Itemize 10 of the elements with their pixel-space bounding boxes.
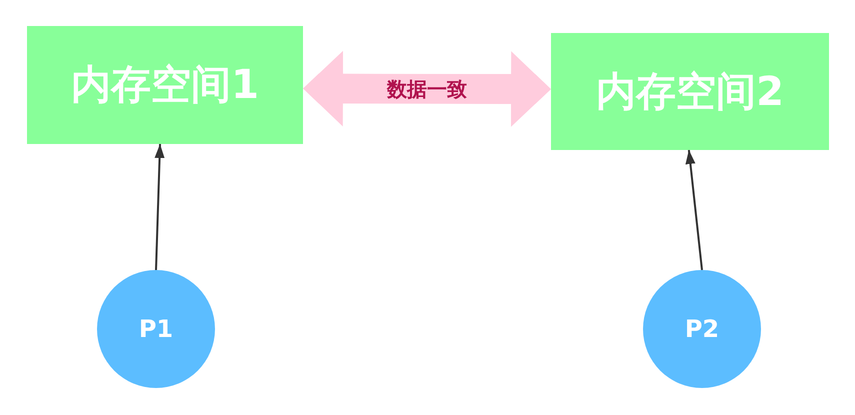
- arrow: [685, 150, 703, 270]
- node-label: P1: [138, 316, 174, 342]
- memory-space-box: [27, 26, 303, 144]
- memory-space-box: [551, 33, 829, 150]
- node-label: 内存空间2: [596, 70, 784, 114]
- node-label: P2: [684, 316, 720, 342]
- arrow: [154, 144, 165, 270]
- node-label: 内存空间1: [71, 63, 259, 107]
- double-arrow: [303, 50, 551, 128]
- edge-label: 数据一致: [385, 78, 469, 100]
